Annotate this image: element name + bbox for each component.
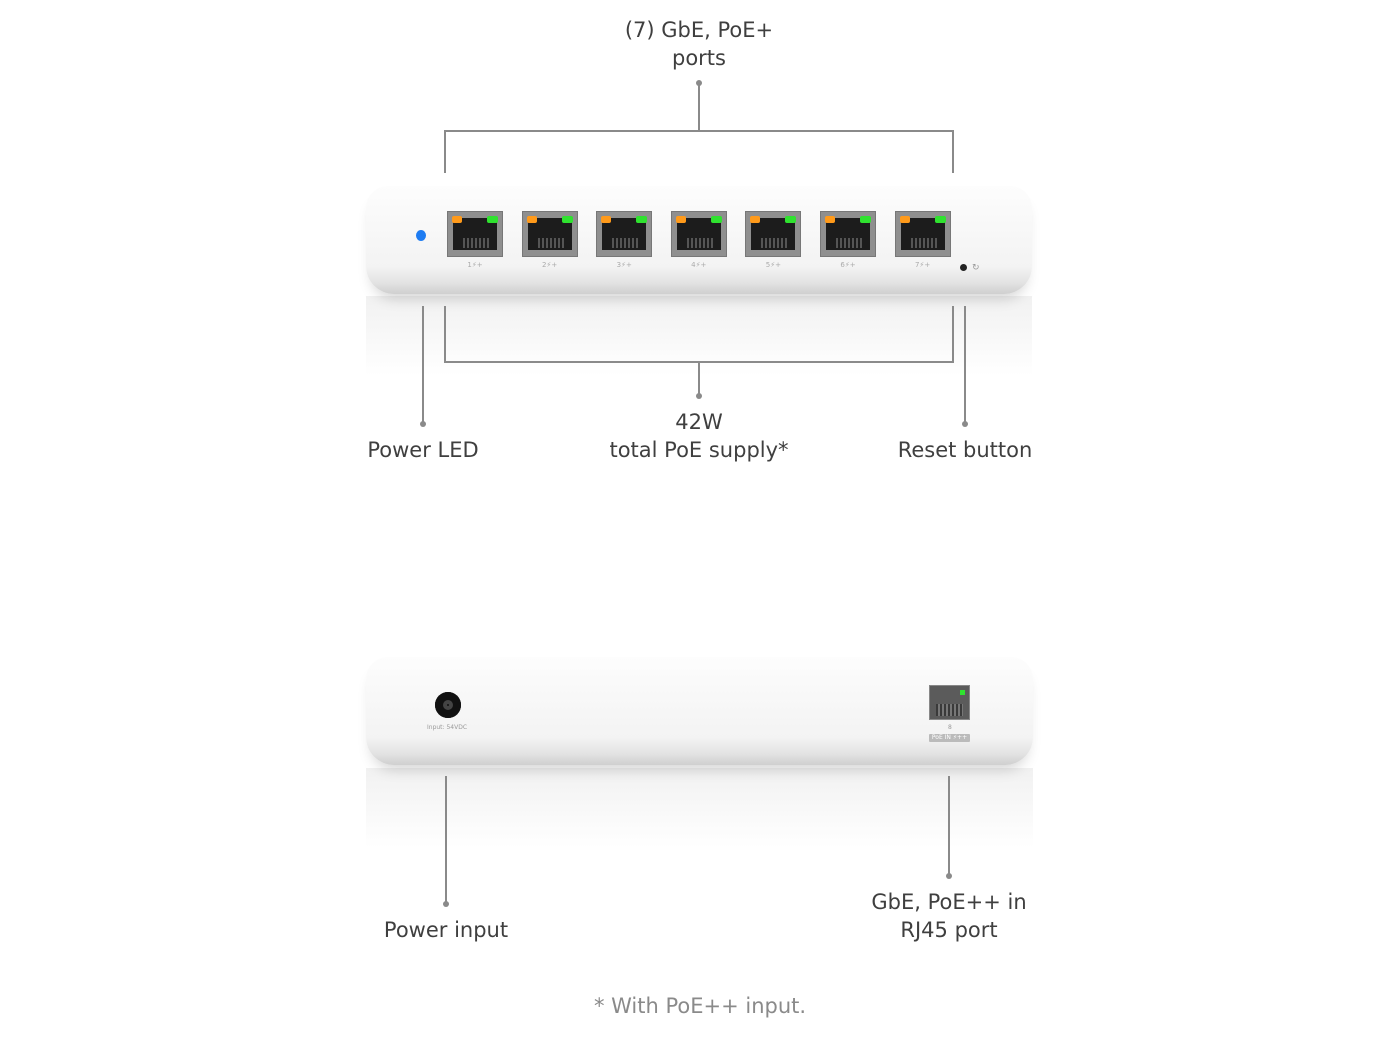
activity-led [825, 216, 835, 223]
port-number: 7⚡+ [914, 261, 931, 269]
rj45-port [447, 211, 503, 257]
port-socket [602, 218, 647, 250]
uplink-port [929, 685, 970, 720]
switch-front: 1⚡+ 2⚡+ 3⚡+ 4⚡+ 5⚡+ 6⚡+ 7⚡+ ↻ [366, 186, 1032, 294]
port-socket [453, 218, 497, 250]
activity-led [601, 216, 612, 223]
uplink-port-number: 8 [948, 724, 952, 731]
port-number: 5⚡+ [765, 261, 782, 269]
poe-bracket [444, 306, 954, 396]
power-input-label: Power input [383, 918, 509, 942]
link-led [860, 216, 871, 223]
poe-supply-label: 42W total PoE supply* [609, 408, 788, 464]
activity-led [526, 216, 537, 223]
label-line: RJ45 port [900, 918, 998, 942]
link-led [636, 216, 648, 223]
link-led [487, 216, 498, 223]
port-socket [676, 218, 721, 250]
port-socket [900, 218, 945, 250]
port-number: 3⚡+ [616, 261, 632, 269]
uplink-label: GbE, PoE++ in RJ45 port [871, 888, 1026, 944]
activity-led [750, 216, 761, 223]
port-number: 2⚡+ [541, 261, 558, 269]
link-led [785, 216, 797, 223]
port-number: 6⚡+ [840, 261, 856, 269]
reset-icon: ↻ [972, 263, 980, 273]
port-socket [751, 218, 796, 250]
label-line: (7) GbE, PoE+ [624, 18, 774, 42]
power-led-label: Power LED [367, 438, 479, 462]
port-number: 1⚡+ [467, 261, 483, 269]
rj45-port [521, 211, 578, 257]
reset-button [960, 264, 967, 271]
reflection [366, 768, 1033, 848]
activity-led [675, 216, 686, 223]
activity-led [452, 216, 462, 223]
power-led [416, 230, 426, 241]
rj45-port [894, 211, 951, 257]
port-socket [826, 218, 870, 250]
link-led [710, 216, 722, 223]
power-jack [435, 692, 461, 718]
label-line: GbE, PoE++ in [871, 890, 1027, 914]
label-line: 42W [675, 410, 723, 434]
poe-in-badge: PoE IN ⚡++ [929, 734, 970, 742]
link-led [934, 216, 946, 223]
rj45-port [670, 211, 727, 257]
activity-led [899, 216, 910, 223]
link-led [561, 216, 573, 223]
switch-back: Input: 54VDC 8 PoE IN ⚡++ [366, 657, 1033, 765]
port-number: 4⚡+ [691, 261, 707, 269]
port-socket [527, 218, 572, 250]
footnote: * With PoE++ input. [593, 994, 807, 1018]
reset-label: Reset button [897, 438, 1033, 462]
ports-bracket [444, 83, 954, 173]
rj45-port [596, 211, 653, 257]
rj45-port [820, 211, 876, 257]
label-line: ports [672, 46, 726, 70]
ports-label: (7) GbE, PoE+ ports [625, 16, 773, 72]
rj45-port [745, 211, 802, 257]
power-jack-text: Input: 54VDC [427, 724, 468, 731]
label-line: total PoE supply* [609, 438, 789, 462]
